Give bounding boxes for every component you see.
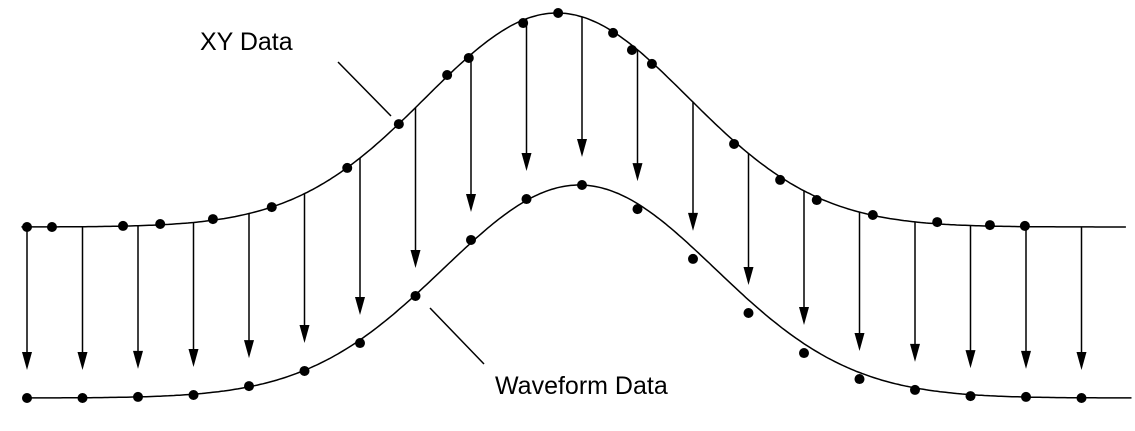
resample-arrowhead bbox=[965, 350, 976, 369]
xy-data-point bbox=[22, 222, 32, 232]
resample-arrowhead bbox=[410, 249, 421, 268]
waveform-data-point bbox=[577, 180, 587, 190]
xy-data-label: XY Data bbox=[200, 28, 293, 56]
resample-arrowhead bbox=[188, 349, 199, 368]
resample-arrowhead bbox=[577, 139, 587, 157]
waveform-data-point bbox=[521, 194, 532, 205]
resample-arrowhead bbox=[355, 297, 365, 316]
resample-arrowhead bbox=[22, 352, 32, 370]
xy-data-point bbox=[867, 210, 878, 221]
waveform-data-point bbox=[632, 204, 643, 215]
resample-arrowhead bbox=[1076, 352, 1087, 370]
resample-arrowhead bbox=[799, 307, 809, 326]
resample-arrowhead bbox=[688, 212, 698, 231]
waveform-data-point bbox=[854, 374, 865, 385]
waveform-data-point bbox=[22, 393, 32, 403]
xy-data-point bbox=[155, 219, 166, 230]
waveform-data-point bbox=[77, 393, 88, 403]
xy-data-point bbox=[393, 119, 404, 130]
xy-data-curve bbox=[21, 12, 1126, 228]
xy-data-leader-line bbox=[337, 61, 392, 117]
xy-data-point bbox=[266, 202, 277, 213]
xy-data-point bbox=[1019, 220, 1030, 231]
xy-data-point bbox=[729, 138, 740, 149]
waveform-data-point bbox=[910, 384, 920, 395]
resample-arrowhead bbox=[133, 350, 143, 369]
waveform-data-curve bbox=[27, 184, 1132, 399]
waveform-data-point bbox=[743, 308, 754, 319]
xy-data-point bbox=[553, 8, 564, 18]
xy-data-point bbox=[518, 18, 529, 29]
waveform-data-point bbox=[410, 290, 421, 301]
resample-arrowhead bbox=[521, 153, 532, 172]
resample-arrowhead bbox=[244, 340, 254, 359]
waveform-data-leader-line bbox=[429, 307, 485, 365]
waveform-data-point bbox=[299, 365, 310, 376]
waveform-data-point bbox=[133, 391, 143, 402]
xy-data-point bbox=[46, 222, 57, 232]
waveform-data-label: Waveform Data bbox=[495, 372, 668, 400]
resample-arrowhead bbox=[1021, 350, 1031, 369]
xy-data-point bbox=[118, 220, 129, 231]
waveform-data-point bbox=[466, 234, 476, 245]
resample-arrowhead bbox=[632, 163, 643, 182]
resample-arrowhead bbox=[854, 333, 865, 352]
waveform-data-point bbox=[965, 391, 976, 402]
xy-data-point bbox=[646, 58, 657, 69]
waveform-data-point bbox=[188, 390, 199, 401]
resample-arrowhead bbox=[910, 343, 920, 362]
waveform-data-point bbox=[244, 381, 254, 392]
xy-data-point bbox=[207, 214, 218, 225]
waveform-data-point bbox=[799, 348, 809, 359]
xy-data-point bbox=[984, 220, 995, 231]
resample-arrowhead bbox=[299, 324, 310, 343]
xy-data-point bbox=[608, 27, 619, 38]
resample-arrowhead bbox=[466, 193, 476, 212]
waveform-data-point bbox=[1076, 393, 1087, 403]
resample-arrowhead bbox=[743, 267, 754, 286]
waveform-data-point bbox=[688, 253, 698, 264]
xy-data-point bbox=[775, 174, 786, 185]
xy-data-point bbox=[442, 70, 453, 81]
waveform-data-point bbox=[1021, 391, 1031, 402]
xy-data-point bbox=[811, 195, 822, 206]
resample-arrowhead bbox=[77, 352, 88, 370]
xy-data-point bbox=[463, 52, 474, 63]
xy-data-point bbox=[342, 162, 353, 173]
xy-data-point bbox=[626, 45, 637, 56]
xy-data-point bbox=[932, 217, 943, 228]
waveform-data-point bbox=[355, 338, 365, 349]
